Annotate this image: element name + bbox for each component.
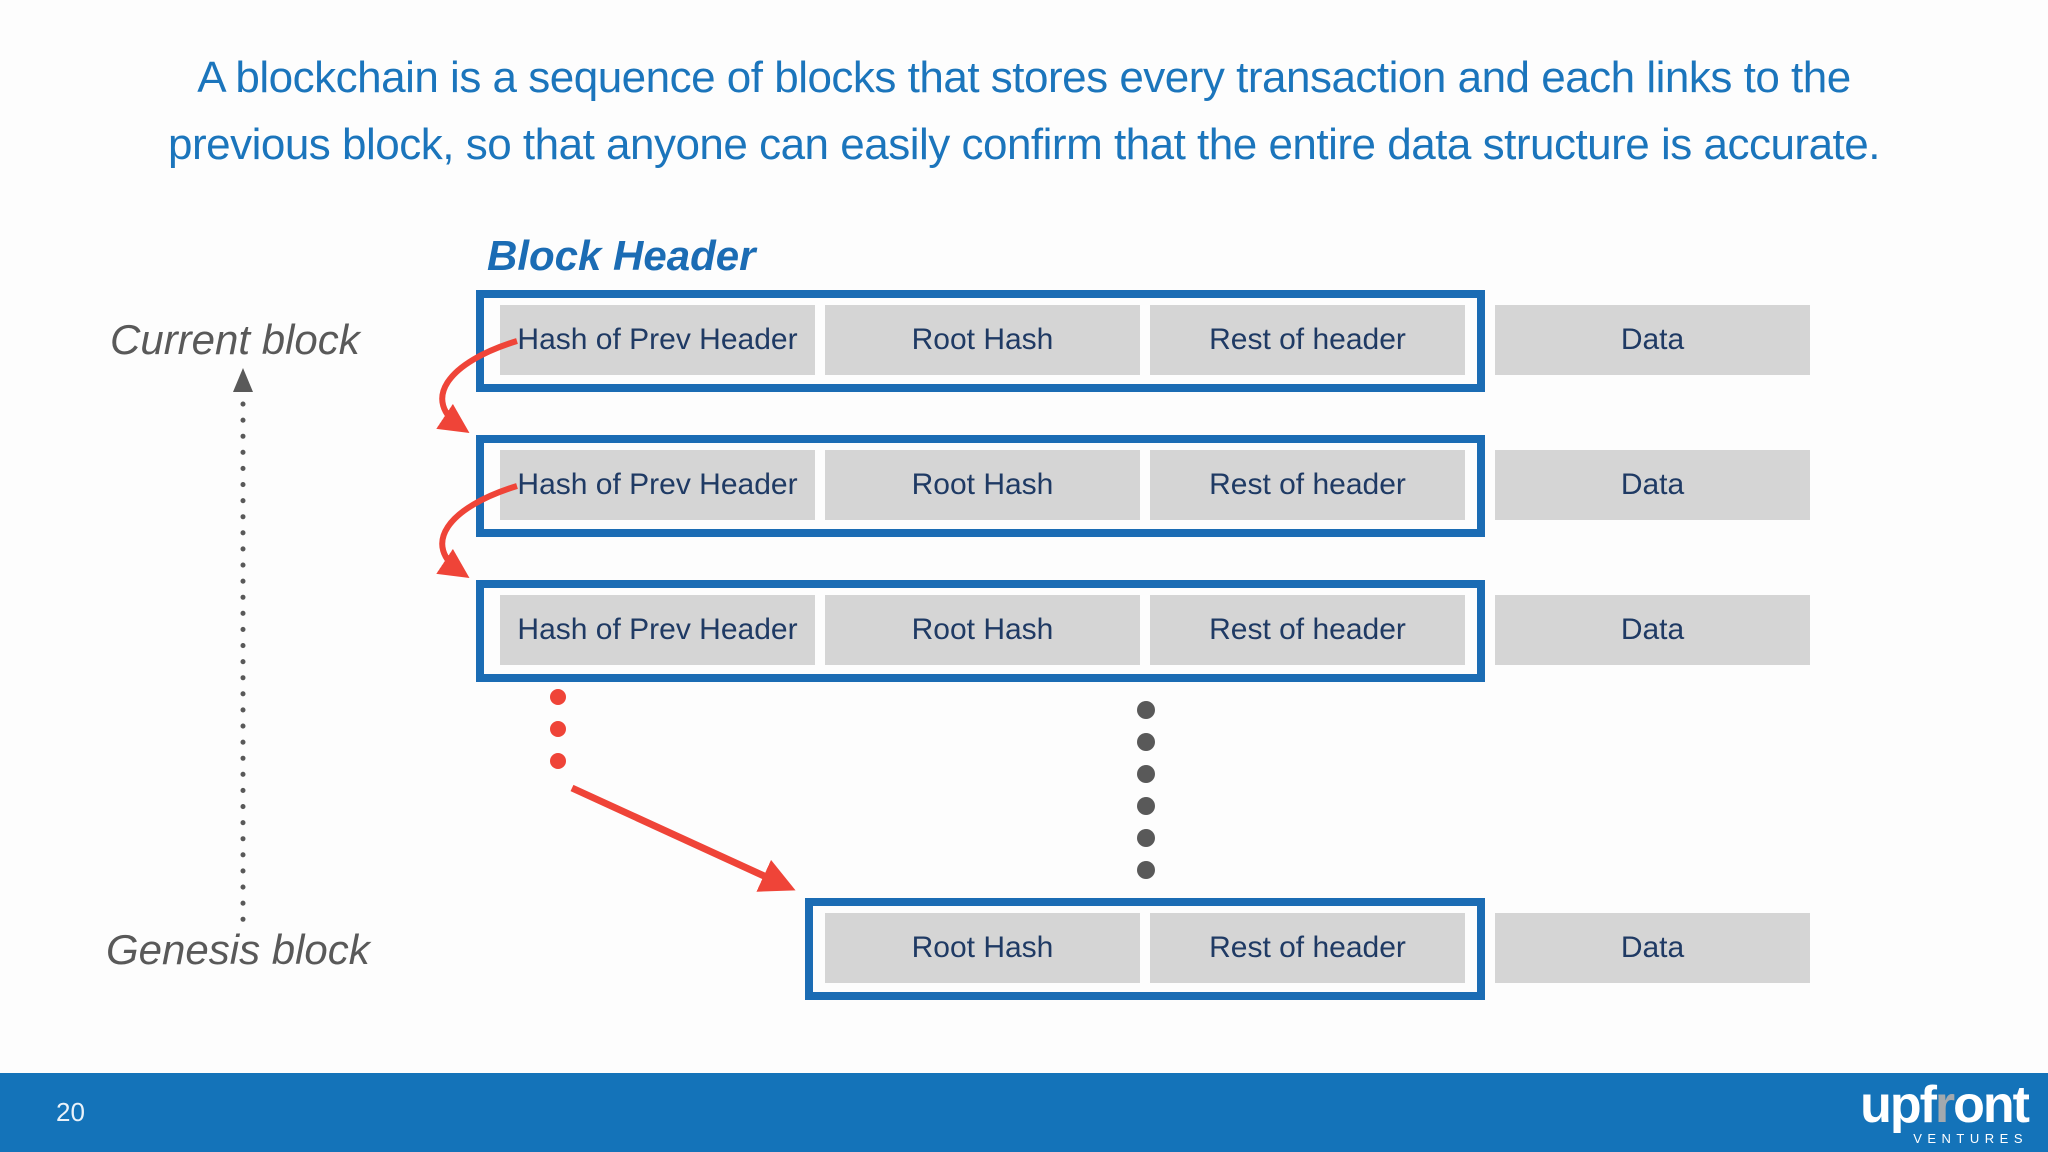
slide-title-line1: A blockchain is a sequence of blocks tha…: [197, 53, 1851, 102]
logo-text-r: r: [1934, 1076, 1955, 1134]
gray-ellipsis-dots: [1137, 701, 1155, 879]
page-number: 20: [56, 1097, 85, 1127]
block-header-box-3: Hash of Prev Header Root Hash Rest of he…: [476, 580, 1485, 682]
genesis-block-label: Genesis block: [106, 926, 370, 973]
slide-title-line2: previous block, so that anyone can easil…: [168, 120, 1880, 169]
current-block-label: Current block: [110, 316, 360, 363]
genesis-block-box: Root Hash Rest of header: [805, 898, 1485, 1000]
hash-prev-header-cell: Hash of Prev Header: [500, 595, 815, 665]
data-cell: Data: [1495, 595, 1810, 665]
logo-text-upf: upf: [1860, 1076, 1937, 1134]
footer-bar: 20 upfront VENTURES: [0, 1073, 2048, 1152]
data-cell: Data: [1495, 450, 1810, 520]
root-hash-cell: Root Hash: [825, 305, 1140, 375]
rest-of-header-cell: Rest of header: [1150, 595, 1465, 665]
timeline-dotted-line: [233, 368, 253, 927]
upfront-logo-wordmark: upfront: [1860, 1076, 2030, 1134]
rest-of-header-cell: Rest of header: [1150, 450, 1465, 520]
upfront-logo: upfront VENTURES: [1860, 1076, 2030, 1146]
block-header-box-1: Hash of Prev Header Root Hash Rest of he…: [476, 290, 1485, 392]
logo-text-ont: ont: [1953, 1076, 2030, 1134]
rest-of-header-cell: Rest of header: [1150, 305, 1465, 375]
block-header-box-2: Hash of Prev Header Root Hash Rest of he…: [476, 435, 1485, 537]
hash-prev-header-cell: Hash of Prev Header: [500, 305, 815, 375]
hash-prev-header-cell: Hash of Prev Header: [500, 450, 815, 520]
block-header-label: Block Header: [487, 232, 756, 279]
data-cell: Data: [1495, 305, 1810, 375]
link-arrow-genesis: [570, 784, 796, 892]
root-hash-cell: Root Hash: [825, 913, 1140, 983]
data-cell: Data: [1495, 913, 1810, 983]
rest-of-header-cell: Rest of header: [1150, 913, 1465, 983]
slide-title: A blockchain is a sequence of blocks tha…: [0, 44, 2048, 178]
root-hash-cell: Root Hash: [825, 595, 1140, 665]
root-hash-cell: Root Hash: [825, 450, 1140, 520]
logo-ventures-text: VENTURES: [1913, 1131, 2028, 1146]
red-ellipsis-dots: [550, 689, 566, 769]
